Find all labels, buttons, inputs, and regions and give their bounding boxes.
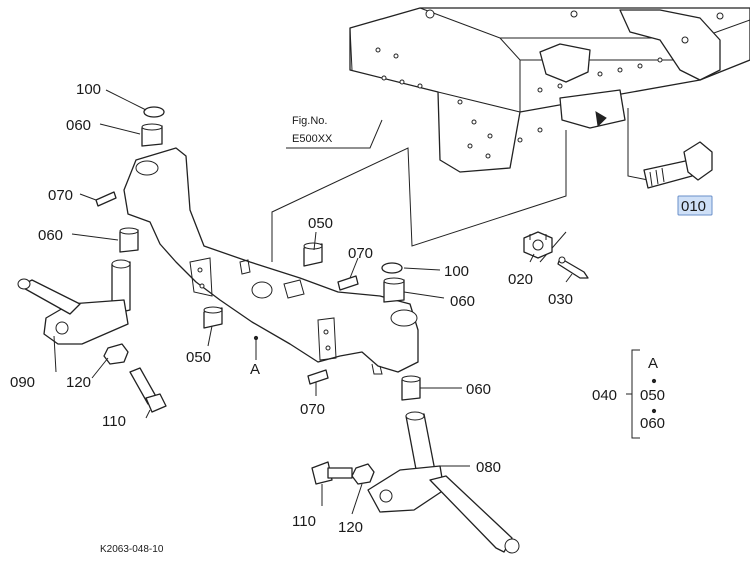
fig-ref-line1: Fig.No. [292,115,327,127]
small-parts [95,106,421,485]
label-100-right: 100 [444,263,469,280]
label-060-left: 060 [38,227,63,244]
assembly-reference-lines [271,108,649,263]
label-070-mid: 070 [348,245,373,262]
seal-100-right [381,262,403,274]
label-060-mid: 060 [450,293,475,310]
tractor-frame [349,7,750,173]
label-110-low: 110 [292,513,316,530]
bolt-110-low [311,461,333,485]
grease-fitting-070-left [95,191,117,207]
label-a: A [250,361,260,378]
front-axle [123,147,419,375]
kit-item-a: A [648,355,658,372]
label-070-low: 070 [300,401,325,418]
label-020: 020 [508,271,533,288]
grease-fitting-070-low [307,369,329,385]
nut-120-low [351,463,375,485]
label-090: 090 [10,374,35,391]
label-070-left: 070 [48,187,73,204]
label-030: 030 [548,291,573,308]
spindle-080 [367,411,520,554]
label-050-mid: 050 [308,215,333,232]
label-100-top: 100 [76,81,101,98]
kit-number: 040 [592,387,617,404]
fig-ref-line2: E500XX [292,133,333,145]
seal-100-top [143,106,165,118]
bolt-010 [643,141,713,189]
callout-labels: 100 060 070 060 090 120 110 050 070 100 … [10,81,573,536]
kit-item-060: 060 [640,415,665,432]
drawing-code: K2063-048-10 [100,544,164,555]
highlight-010[interactable]: 010 [677,195,713,216]
label-060-low: 060 [466,381,491,398]
label-060-top: 060 [66,117,91,134]
label-050-low: 050 [186,349,211,366]
castle-nut-020 [523,231,553,259]
label-080: 080 [476,459,501,476]
kit-040: 040 A 050 060 [592,349,665,439]
label-120-low: 120 [338,519,363,536]
label-110-left: 110 [102,413,126,430]
grease-fitting-070-mid [337,275,359,291]
label-010[interactable]: 010 [681,198,706,215]
spindle-090 [17,259,131,345]
label-120-left: 120 [66,374,91,391]
leader-lines [53,89,573,515]
cotter-pin-030 [557,256,589,279]
nut-120-left [103,343,129,365]
kit-item-050: 050 [640,387,665,404]
figure-reference: Fig.No. E500XX [286,115,383,149]
